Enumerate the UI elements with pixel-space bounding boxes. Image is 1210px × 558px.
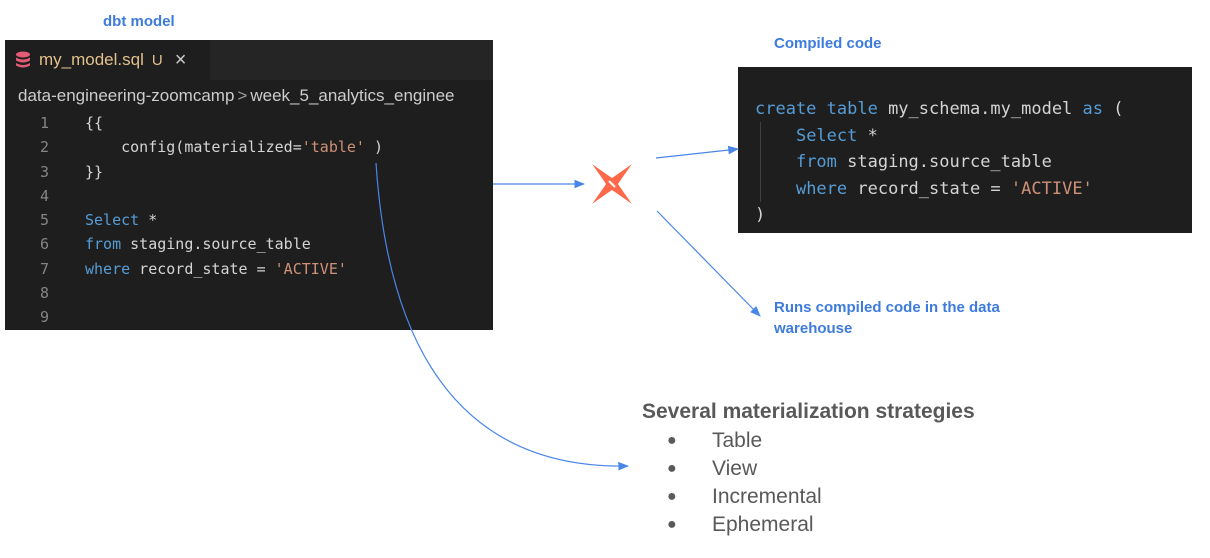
code-line: 5 Select * [5, 208, 493, 232]
indent-guide [760, 122, 761, 202]
code-token: Select [795, 125, 858, 146]
code-line: 8 [5, 281, 493, 305]
line-number: 2 [39, 138, 49, 157]
breadcrumb-folder[interactable]: data-engineering-zoomcamp [18, 86, 235, 105]
strategy-table: Table [712, 429, 763, 452]
code-line: where record_state = 'ACTIVE' [755, 176, 1124, 203]
code-text: }} [85, 160, 103, 184]
list-item: ● Table [642, 427, 975, 455]
compiled-code-panel: create table my_schema.my_model as ( Sel… [738, 67, 1192, 233]
strategies-list: ● Table ● View ● Incremental ● Ephemeral [642, 427, 975, 539]
code-line: ) [755, 202, 1124, 229]
code-token: 'ACTIVE' [1010, 178, 1093, 199]
code-token: where [795, 178, 848, 199]
code-text: from staging.source_table [85, 232, 311, 256]
code-line: 6 from staging.source_table [5, 232, 493, 256]
code-token: 'table' [301, 138, 365, 157]
bullet-icon: ● [667, 432, 677, 449]
line-number: 9 [39, 308, 49, 327]
tab-untracked-status: U [151, 51, 163, 69]
breadcrumb-subfolder[interactable]: week_5_analytics_enginee [250, 86, 455, 105]
code-token: create table [755, 99, 878, 119]
code-token: {{ [85, 114, 104, 132]
line-number: 4 [39, 186, 49, 205]
close-icon[interactable]: × [174, 49, 187, 71]
code-token: as [1082, 99, 1104, 119]
code-line: 9 [5, 305, 493, 329]
strategy-view: View [712, 457, 758, 480]
editor-tab-bar: my_model.sql U × [5, 40, 493, 80]
code-line: create table my_schema.my_model as ( [755, 96, 1124, 123]
code-token: my_schema.my_model [877, 99, 1083, 119]
code-token: ( [1103, 99, 1124, 119]
code-token: record_state = [847, 178, 1011, 199]
bullet-icon: ● [667, 488, 677, 505]
strategy-ephemeral: Ephemeral [712, 513, 814, 536]
tab-filename: my_model.sql [39, 50, 144, 69]
code-line: 2 config(materialized='table' ) [5, 135, 493, 159]
line-number: 1 [39, 114, 49, 132]
arrow-dbt-to-warehouse [656, 210, 761, 317]
code-line: Select * [755, 123, 1124, 150]
code-text: where record_state = 'ACTIVE' [85, 257, 347, 281]
dbt-model-label: dbt model [103, 13, 175, 30]
code-token: }} [85, 162, 104, 181]
code-token: where [85, 259, 131, 278]
runs-in-warehouse-label: Runs compiled code in the data warehouse [774, 299, 1000, 337]
bullet-icon: ● [667, 516, 677, 533]
code-token: staging.source_table [121, 235, 311, 254]
code-token: record_state = [130, 259, 275, 278]
dbt-model-editor: my_model.sql U × data-engineering-zoomca… [5, 40, 493, 330]
code-line: 1 {{ [5, 111, 493, 135]
code-text: config(materialized='table' ) [85, 135, 383, 159]
code-text: {{ [85, 111, 103, 135]
compiled-code-area: create table my_schema.my_model as ( Sel… [755, 96, 1124, 229]
code-token: Select [85, 211, 140, 230]
code-text: Select * [85, 208, 157, 232]
code-token: 'ACTIVE' [274, 259, 347, 278]
line-number: 8 [39, 284, 49, 303]
line-number: 5 [39, 211, 49, 230]
code-token: from [795, 152, 837, 172]
code-token: from [85, 235, 122, 254]
editor-tab-my-model[interactable]: my_model.sql U × [5, 40, 210, 80]
code-token: config(materialized= [85, 138, 302, 157]
line-number: 3 [39, 162, 49, 181]
line-number: 7 [39, 259, 49, 278]
bullet-icon: ● [667, 460, 677, 477]
code-line: 7 where record_state = 'ACTIVE' [5, 257, 493, 281]
code-token: * [857, 125, 878, 146]
dbt-logo-icon [592, 164, 632, 204]
chevron-right-icon: > [237, 86, 248, 105]
list-item: ● Ephemeral [642, 511, 975, 539]
code-token: ) [755, 205, 766, 225]
compiled-code-label: Compiled code [774, 35, 882, 52]
arrow-dbt-to-compiled [655, 145, 740, 159]
code-line: 3}} [5, 160, 493, 184]
strategies-heading: Several materialization strategies [642, 400, 975, 423]
code-line: from staging.source_table [755, 149, 1124, 176]
code-token: staging.source_table [836, 152, 1052, 172]
code-token: ) [364, 138, 384, 157]
code-token: * [139, 211, 158, 230]
materialization-strategies: Several materialization strategies ● Tabl… [642, 399, 975, 539]
code-line: 4 [5, 184, 493, 208]
line-number: 6 [39, 235, 49, 254]
strategy-incremental: Incremental [712, 485, 822, 508]
list-item: ● Incremental [642, 483, 975, 511]
breadcrumb: data-engineering-zoomcamp>week_5_analyti… [18, 86, 455, 106]
arrow-config-to-strategies [375, 162, 630, 471]
list-item: ● View [642, 455, 975, 483]
database-icon [16, 51, 30, 68]
